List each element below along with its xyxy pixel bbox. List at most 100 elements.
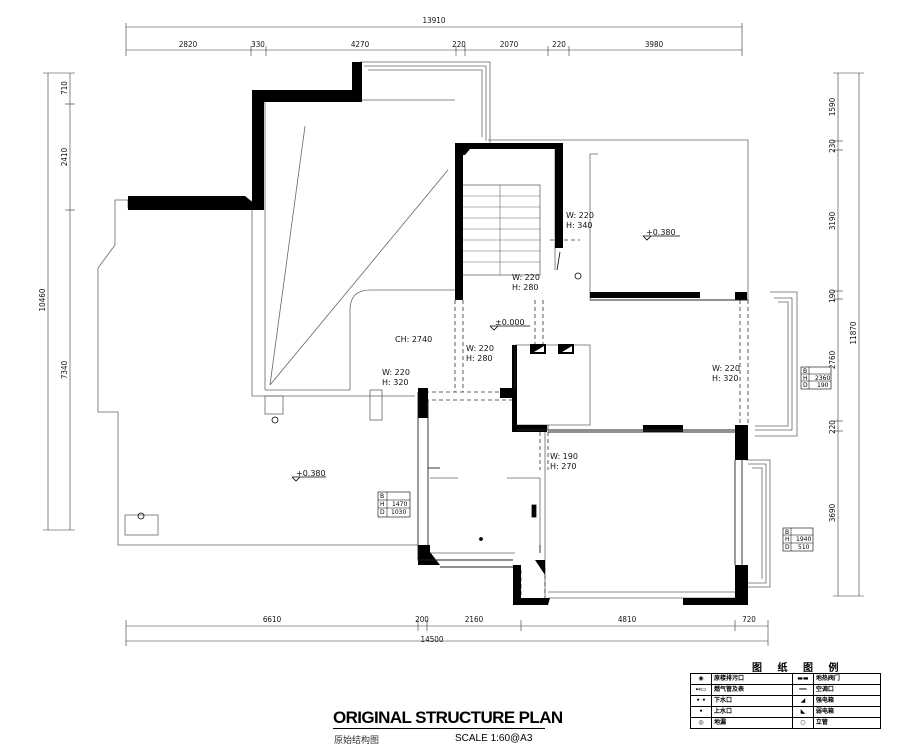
legend-label: 强电箱: [812, 695, 882, 707]
plan-scale: SCALE 1:60@A3: [455, 733, 533, 744]
legend-label: 下水口: [711, 695, 793, 707]
opening-2-h: H: 280: [512, 283, 539, 292]
ceiling-height-label: CH: 2740: [395, 335, 432, 344]
w1-b: B: [803, 368, 807, 375]
floor-heating-valve-icon: ▬▬: [791, 673, 814, 685]
opening-4-w: W: 220: [382, 368, 410, 377]
right-dim-5: 2760: [828, 350, 837, 369]
opening-2-w: W: 220: [512, 273, 540, 282]
dimension-lines: [43, 23, 864, 646]
power-box-icon: ◢: [791, 695, 814, 707]
wall-lines: [417, 299, 748, 568]
legend-table: ◉ 原楼排污口 ▬▬ 地热阀门 ↤▭ 燃气管及表 ━━ 空调口 • • 下水口 …: [690, 673, 882, 729]
right-dim-1: 1590: [828, 97, 837, 116]
top-dim-2: 330: [251, 40, 265, 49]
bottom-dim-5: 720: [742, 615, 756, 624]
legend-label: 地漏: [711, 717, 793, 729]
bottom-dim-3: 2160: [465, 615, 484, 624]
legend-label: 原楼排污口: [711, 673, 793, 685]
drain-outlet-icon: • •: [690, 695, 712, 707]
opening-5-w: W: 220: [712, 364, 740, 373]
ac-outlet-icon: ━━: [791, 684, 814, 696]
legend-label: 地热阀门: [812, 673, 882, 685]
legend-label: 燃气管及表: [711, 684, 793, 696]
window-tag-3: B H 1940 D 510: [782, 527, 814, 552]
w3-b: B: [785, 529, 789, 536]
outline-walls: [97, 61, 798, 600]
w2-b: B: [380, 493, 384, 500]
w3-h: 1940: [796, 536, 811, 543]
lower-left-level-label: +0.380: [296, 469, 326, 478]
legend-row: • • 下水口 ◢ 强电箱: [690, 695, 882, 707]
top-dim-3: 4270: [351, 40, 370, 49]
bottom-dim-1: 6610: [263, 615, 282, 624]
legend-row: ◉ 原楼排污口 ▬▬ 地热阀门: [690, 673, 882, 685]
legend-label: 上水口: [711, 706, 793, 718]
legend-row: ◎ 地漏 ○ 立管: [690, 717, 882, 729]
left-dim-3: 7340: [60, 360, 69, 379]
w2-d-label: D: [380, 509, 385, 516]
window-tag-2: B H 1470 D 1030: [377, 491, 411, 518]
opening-3-h: H: 280: [466, 354, 493, 363]
legend-label: 立管: [812, 717, 882, 729]
legend-row: ↤▭ 燃气管及表 ━━ 空调口: [690, 684, 882, 696]
right-dim-6: 220: [828, 420, 837, 434]
opening-1-w: W: 220: [566, 211, 594, 220]
right-dim-7: 3690: [828, 503, 837, 522]
opening-4-h: H: 320: [382, 378, 409, 387]
w1-h: 2360: [815, 375, 830, 382]
sewage-outlet-icon: ◉: [690, 673, 712, 685]
w1-d-label: D: [803, 382, 808, 389]
door-openings: [418, 239, 749, 600]
panel-marks: [534, 346, 572, 352]
right-dim-3: 3190: [828, 211, 837, 230]
right-dim-4: 190: [828, 289, 837, 303]
w1-d: 190: [817, 382, 829, 389]
opening-6-h: H: 270: [550, 462, 577, 471]
water-inlet-icon: •: [690, 706, 712, 718]
w3-d: 510: [798, 544, 810, 551]
left-total-dim: 10460: [38, 288, 47, 311]
legend-label: 弱电箱: [812, 706, 882, 718]
level-markers: [291, 235, 680, 482]
center-level-label: ±0.000: [495, 318, 525, 327]
structural-walls: [128, 62, 748, 605]
title-underline: [333, 728, 545, 729]
left-dim-1: 710: [60, 81, 69, 95]
gas-meter-icon: ↤▭: [690, 684, 712, 696]
opening-6-w: W: 190: [550, 452, 578, 461]
legend-title: 图 纸 图 例: [752, 663, 845, 674]
room-labels: ±0.000 CH: 2740 +0.380 +0.380 W: 220 H: …: [296, 211, 740, 478]
top-total-dim: 13910: [423, 16, 446, 25]
weak-current-box-icon: ◣: [791, 706, 814, 718]
w3-d-label: D: [785, 544, 790, 551]
top-dim-7: 3980: [645, 40, 664, 49]
top-dim-5: 2070: [500, 40, 519, 49]
fixtures: [137, 251, 582, 541]
top-dim-6: 220: [552, 40, 566, 49]
bottom-dim-2: 200: [415, 615, 429, 624]
opening-1-h: H: 340: [566, 221, 593, 230]
dimension-labels: 13910 2820 330 4270 220 2070 220 3980 66…: [38, 16, 858, 644]
bottom-dim-4: 4810: [618, 615, 637, 624]
riser-pipe-icon: ○: [791, 717, 814, 729]
window-tag-1: B H 2360 D 190: [800, 366, 832, 390]
opening-3-w: W: 220: [466, 344, 494, 353]
bottom-total-dim: 14500: [421, 635, 444, 644]
legend-label: 空调口: [812, 684, 882, 696]
w2-h: 1470: [392, 501, 407, 508]
plan-title: ORIGINAL STRUCTURE PLAN: [333, 708, 563, 727]
top-dim-1: 2820: [179, 40, 198, 49]
top-dim-4: 220: [452, 40, 466, 49]
w3-h-label: H: [785, 536, 790, 543]
upper-right-level-label: +0.380: [646, 228, 676, 237]
right-total-dim: 11870: [849, 321, 858, 344]
w2-d: 1030: [391, 509, 406, 516]
left-dim-2: 2410: [60, 147, 69, 166]
legend-row: • 上水口 ◣ 弱电箱: [690, 706, 882, 718]
right-dim-2: 230: [828, 139, 837, 153]
opening-5-h: H: 320: [712, 374, 739, 383]
plan-subtitle: 原始结构图: [334, 736, 380, 746]
floor-drain-icon: ◎: [690, 717, 712, 729]
